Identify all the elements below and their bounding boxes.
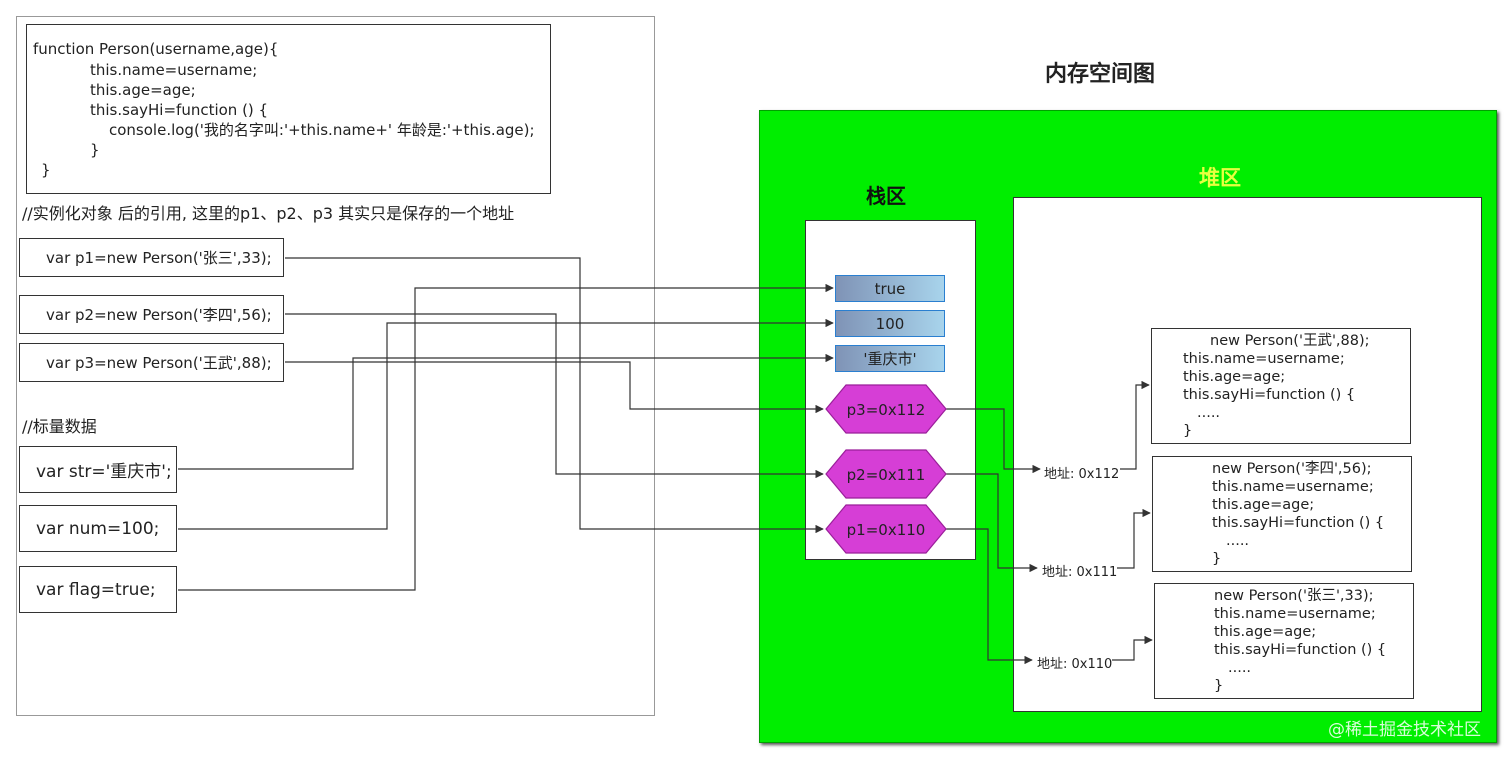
connector-flag-to-true [178,283,834,591]
heap-line: this.name=username; [1212,479,1374,495]
heap-line: this.name=username; [1214,606,1376,622]
heap-address-0x110: 地址: 0x110 [1037,657,1113,672]
heap-line: this.sayHi=function () { [1183,387,1356,403]
instance-p2: var p2=new Person('李四',56); [19,295,284,334]
connector-ref110-to-address [946,528,1033,665]
connector-num-to-100 [178,318,834,530]
connector-p3-to-ref [285,361,824,414]
connector-p2-to-ref [285,313,824,479]
heap-line: this.name=username; [1183,351,1345,367]
stack-ref-p1: p1=0x110 [825,504,947,554]
stack-value-100: 100 [835,310,945,337]
code-line-7: } [41,161,51,179]
heap-line: ..... [1226,533,1250,549]
connector-ref111-to-address [946,473,1038,573]
scalar-flag: var flag=true; [19,566,177,613]
heap-line: this.age=age; [1183,369,1286,385]
code-line-2: this.name=username; [90,61,258,79]
heap-label: 堆区 [1199,166,1241,190]
scalar-num: var num=100; [19,505,177,552]
connector-address110-to-object [1112,635,1153,661]
code-line-5: console.log('我的名字叫:'+this.name+' 年龄是:'+t… [109,121,535,139]
stack-ref-p2-label: p2=0x111 [847,466,926,484]
stack-value-string: '重庆市' [835,345,945,372]
code-line-4: this.sayHi=function () { [90,101,269,119]
scalar-str: var str='重庆市'; [19,446,177,493]
heap-object-0x111: new Person('李四',56); this.name=username;… [1152,456,1412,572]
instance-p3: var p3=new Person('王武',88); [19,343,284,382]
heap-line: new Person('张三',33); [1214,588,1374,604]
heap-line: ..... [1228,660,1252,676]
heap-address-0x111: 地址: 0x111 [1042,565,1118,580]
heap-line: new Person('李四',56); [1212,461,1372,477]
heap-line: new Person('王武',88); [1210,333,1370,349]
watermark: @稀土掘金技术社区 [1328,720,1481,740]
stack-label: 栈区 [866,184,906,208]
heap-line: } [1212,551,1222,567]
instance-p1: var p1=new Person('张三',33); [19,238,284,277]
heap-line: ..... [1197,405,1221,421]
scalar-comment: //标量数据 [22,417,97,436]
heap-line: this.sayHi=function () { [1212,515,1385,531]
connector-str-to-string [178,353,834,470]
connector-p1-to-ref [285,257,824,534]
heap-line: } [1214,678,1224,694]
heap-line: this.age=age; [1214,624,1317,640]
constructor-code-box: function Person(username,age){ this.name… [26,24,551,194]
heap-line: } [1183,423,1193,439]
instance-comment: //实例化对象 后的引用, 这里的p1、p2、p3 其实只是保存的一个地址 [22,204,515,223]
connector-address112-to-object [1120,380,1150,470]
heap-line: this.age=age; [1212,497,1315,513]
memory-diagram-title: 内存空间图 [1044,62,1155,87]
code-line-6: } [90,141,100,159]
heap-object-0x112: new Person('王武',88); this.name=username;… [1151,328,1411,444]
code-line-1: function Person(username,age){ [33,40,279,58]
stack-ref-p1-label: p1=0x110 [847,521,926,539]
stack-ref-p3-label: p3=0x112 [847,401,926,419]
code-line-3: this.age=age; [90,81,196,99]
connector-address111-to-object [1117,508,1151,569]
heap-line: this.sayHi=function () { [1214,642,1387,658]
stack-ref-p3: p3=0x112 [825,384,947,434]
stack-ref-p2: p2=0x111 [825,449,947,499]
heap-object-0x110: new Person('张三',33); this.name=username;… [1154,583,1414,699]
connector-ref112-to-address [946,408,1041,474]
stack-value-true: true [835,275,945,302]
heap-address-0x112: 地址: 0x112 [1044,467,1120,482]
